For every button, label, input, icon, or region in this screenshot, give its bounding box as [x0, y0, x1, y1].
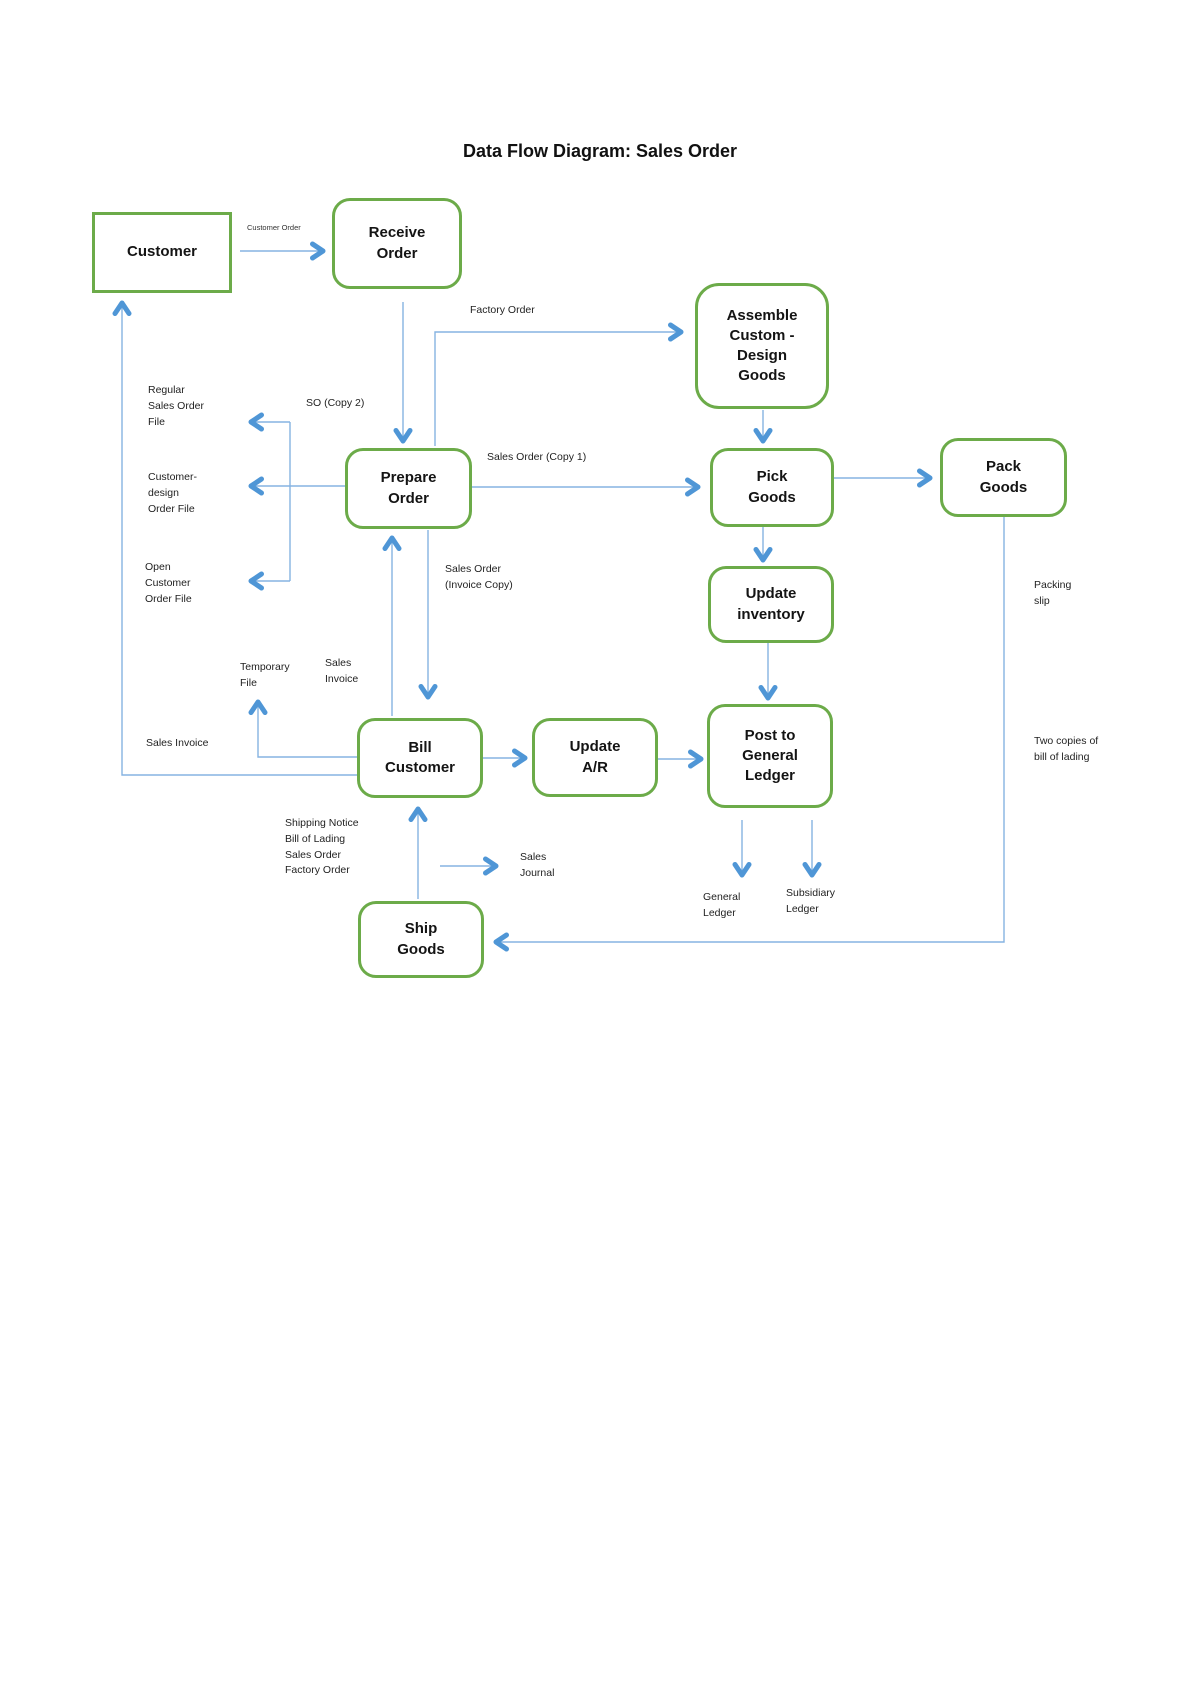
label-sales-journal: Sales Journal	[520, 851, 555, 879]
node-bill-customer: Bill Customer	[357, 718, 483, 798]
label-customer-design-order-file: Customer- design Order File	[148, 471, 198, 515]
label-sales-order-copy-1: Sales Order (Copy 1)	[487, 451, 587, 463]
node-receive-order: Receive Order	[332, 198, 462, 289]
label-sales-order-invoice-copy: Sales Order (Invoice Copy)	[445, 563, 513, 591]
node-pack-goods: Pack Goods	[940, 438, 1067, 517]
label-factory-order: Factory Order	[470, 304, 535, 316]
node-assemble-custom-design-goods: Assemble Custom - Design Goods	[695, 283, 829, 409]
label-packing-slip: Packing slip	[1034, 579, 1072, 607]
node-update-inventory: Update inventory	[708, 566, 834, 643]
node-pick-goods: Pick Goods	[710, 448, 834, 527]
label-so-copy-2: SO (Copy 2)	[306, 397, 365, 409]
diagram-title: Data Flow Diagram: Sales Order	[462, 141, 738, 161]
node-update-ar: Update A/R	[532, 718, 658, 797]
label-sales-invoice-to-prepare-order: Sales Invoice	[325, 657, 359, 685]
label-sales-invoice-to-customer: Sales Invoice	[146, 737, 209, 749]
arrow-bill-customer-to-customer	[112, 300, 357, 776]
label-customer-order: Customer Order	[247, 223, 301, 232]
node-ship-goods: Ship Goods	[358, 901, 484, 978]
label-general-ledger: General Ledger	[703, 891, 741, 919]
label-open-customer-order-file: Open Customer Order File	[145, 561, 192, 605]
label-two-copies-of-bill-of-lading: Two copies of bill of lading	[1034, 735, 1099, 763]
label-shipping-documents: Shipping Notice Bill of Lading Sales Ord…	[285, 817, 359, 877]
label-regular-sales-order-file: Regular Sales Order File	[148, 384, 205, 428]
arrow-factory-order-to-assemble	[434, 322, 684, 446]
arrow-bill-customer-to-temporary-file	[248, 699, 357, 758]
label-subsidiary-ledger: Subsidiary Ledger	[786, 887, 836, 915]
arrow-pack-goods-to-ship-goods	[493, 517, 1005, 952]
node-customer: Customer	[92, 212, 232, 293]
node-prepare-order: Prepare Order	[345, 448, 472, 529]
label-temporary-file: Temporary File	[240, 661, 290, 689]
node-post-to-general-ledger: Post to General Ledger	[707, 704, 833, 808]
